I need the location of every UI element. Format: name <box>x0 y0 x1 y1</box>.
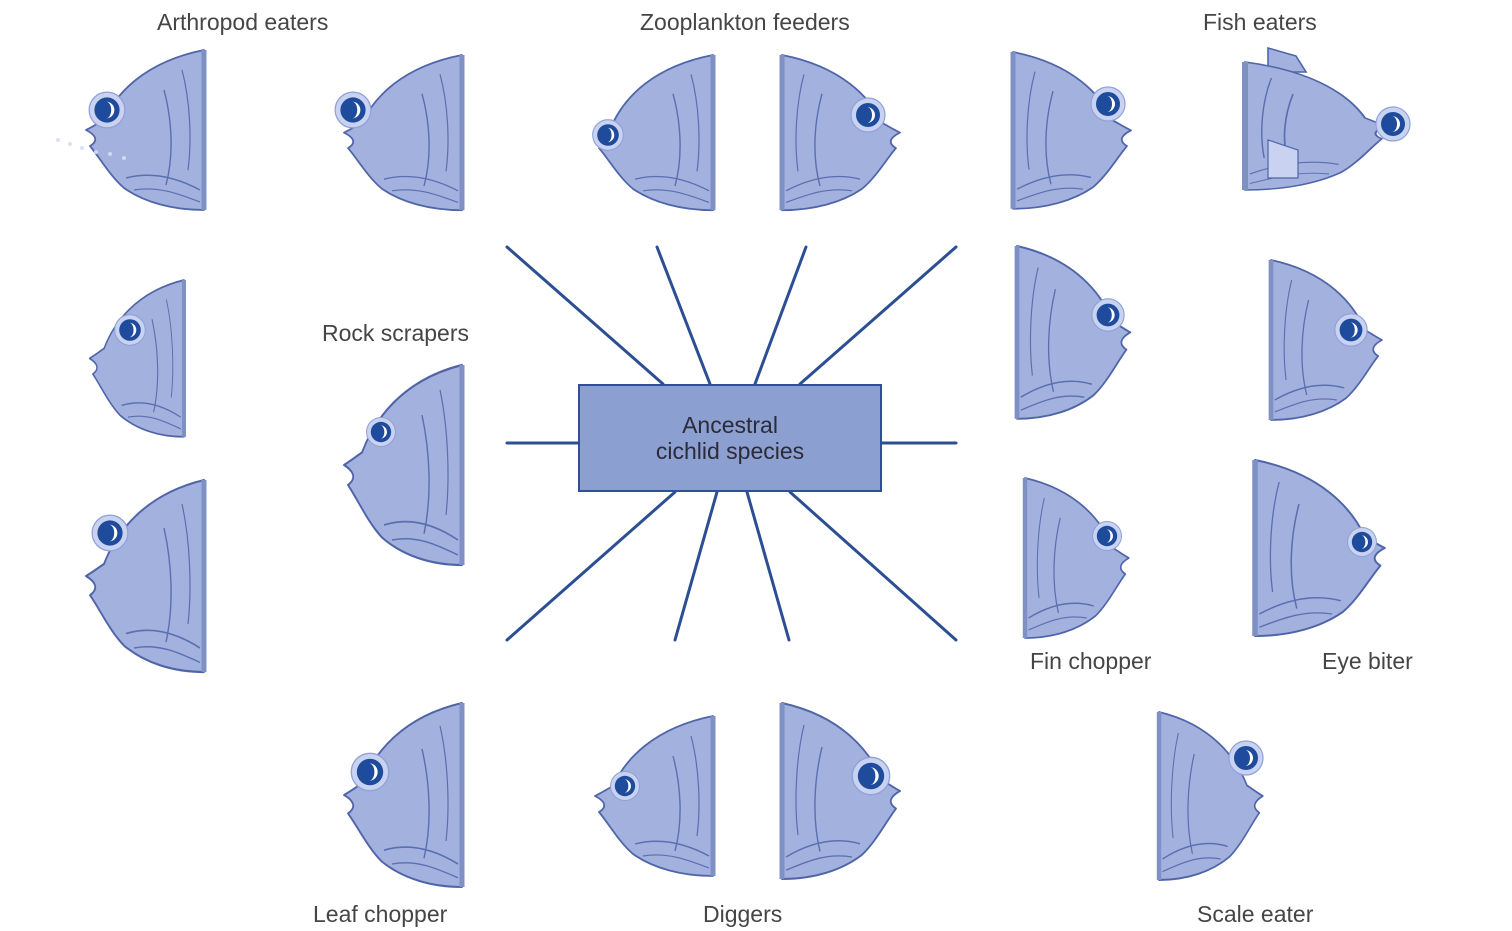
spoke-line <box>507 247 663 384</box>
fish-fish-eater-1 <box>1013 52 1131 209</box>
fish-fish-eater-4 <box>1271 260 1382 420</box>
fish-arthropod-eater-3 <box>90 280 184 437</box>
spoke-line <box>800 247 956 384</box>
fish-zooplankton-feeder-1 <box>593 55 713 210</box>
fish-arthropod-eater-2 <box>335 55 462 210</box>
fish-digger-2 <box>782 703 900 879</box>
label-arthropod-eaters: Arthropod eaters <box>157 11 328 34</box>
label-rock-scrapers: Rock scrapers <box>322 322 469 345</box>
spoke-line <box>657 247 710 384</box>
fish-fish-eater-2 <box>1245 48 1410 190</box>
label-zooplankton-feeders: Zooplankton feeders <box>640 11 850 34</box>
fish-rock-scraper <box>344 365 462 565</box>
spoke-line <box>747 492 789 640</box>
spoke-line <box>507 492 675 640</box>
fish-digger-1 <box>595 716 713 876</box>
ancestral-species-box: Ancestral cichlid species <box>578 384 882 492</box>
fish-arthropod-eater-1 <box>56 50 204 210</box>
ancestral-species-line1: Ancestral <box>682 412 778 438</box>
label-eye-biter: Eye biter <box>1322 650 1413 673</box>
spoke-line <box>790 492 956 640</box>
label-fin-chopper: Fin chopper <box>1030 650 1151 673</box>
label-leaf-chopper: Leaf chopper <box>313 903 447 926</box>
fish-scale-eater <box>1159 712 1263 880</box>
fish-arthropod-eater-4 <box>86 480 204 672</box>
fish-leaf-chopper <box>344 703 462 887</box>
spoke-line <box>675 492 717 640</box>
label-fish-eaters: Fish eaters <box>1203 11 1317 34</box>
fish-eye-biter <box>1255 460 1385 636</box>
fish-fish-eater-3 <box>1017 246 1130 419</box>
label-scale-eater: Scale eater <box>1197 903 1313 926</box>
label-diggers: Diggers <box>703 903 782 926</box>
fish-zooplankton-feeder-2 <box>782 55 900 210</box>
spoke-line <box>755 247 806 384</box>
fish-fin-chopper <box>1025 478 1129 638</box>
ancestral-species-line2: cichlid species <box>656 438 804 464</box>
